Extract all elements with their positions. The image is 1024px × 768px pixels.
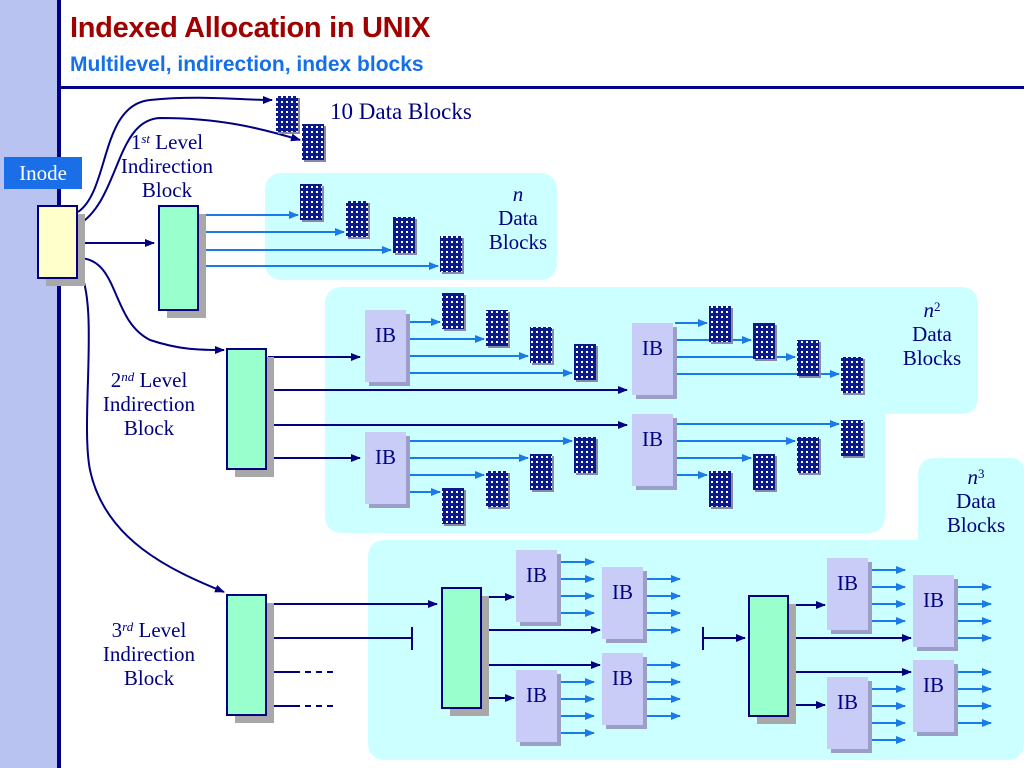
region-n2-var: n xyxy=(923,298,935,322)
ib-2a-label: IB xyxy=(375,323,396,347)
level2-word: Level xyxy=(134,368,188,392)
region-n2-line2: Data xyxy=(912,322,952,346)
n-data-block xyxy=(440,236,462,272)
region-n3-var: n xyxy=(967,465,979,489)
level3-block xyxy=(226,594,267,716)
ib-2c-data-block xyxy=(709,471,731,507)
l3-left-ib xyxy=(516,670,557,742)
level2-ordinal: 2 xyxy=(110,368,122,392)
direct-blocks-label: 10 Data Blocks xyxy=(330,99,472,124)
ib-2c-data-block xyxy=(841,420,863,456)
l3-right-ib xyxy=(827,558,868,630)
l3-right-ib-label: IB xyxy=(923,673,944,697)
n-data-block xyxy=(393,217,415,253)
ib-2a-data-block xyxy=(574,344,596,380)
region-n-var: n xyxy=(512,182,524,206)
ib-2b-label: IB xyxy=(642,336,663,360)
level3-suffix: rd xyxy=(122,619,134,634)
ib-2d-data-block xyxy=(442,488,464,524)
ib-2a-data-block xyxy=(530,327,552,363)
direct-pointer-1 xyxy=(77,95,273,213)
ib-2b xyxy=(632,323,673,395)
region-n2-label: n2 Data Blocks xyxy=(892,298,972,370)
region-n-line2: Data xyxy=(498,206,538,230)
direct-data-block-2 xyxy=(302,124,324,160)
ib-2d-data-block xyxy=(486,471,508,507)
l3-left-ib-label: IB xyxy=(526,563,547,587)
ib-2d-data-block xyxy=(574,437,596,473)
level3-line2: Indirection xyxy=(102,642,196,666)
l3-left-block xyxy=(441,587,482,709)
ib-2b-data-block xyxy=(797,340,819,376)
ib-2c xyxy=(632,414,673,486)
ib-2d xyxy=(365,432,406,504)
l3-left-ib xyxy=(516,550,557,622)
level2-suffix: nd xyxy=(121,369,135,384)
horizontal-rule xyxy=(57,86,1024,89)
level2-line3: Block xyxy=(123,416,175,440)
ib-2b-data-block xyxy=(709,306,731,342)
l3-right-ib xyxy=(827,677,868,749)
region-n3-exp: 3 xyxy=(978,466,985,481)
ib-2a xyxy=(365,310,406,382)
region-n3-line2: Data xyxy=(956,489,996,513)
slide-sidebar xyxy=(0,0,57,768)
level2-label: 2nd Level Indirection Block xyxy=(84,368,214,440)
ib-2c-label: IB xyxy=(642,427,663,451)
l3-right-ib-label: IB xyxy=(837,571,858,595)
ib-2b-data-block xyxy=(841,357,863,393)
ib-2d-data-block xyxy=(530,454,552,490)
level3-word: Level xyxy=(133,618,187,642)
l3-left-ib-label: IB xyxy=(526,683,547,707)
level2-line2: Indirection xyxy=(102,392,196,416)
level3-ordinal: 3 xyxy=(111,618,123,642)
ib-2c-data-block xyxy=(753,454,775,490)
ib-2b-data-block xyxy=(753,323,775,359)
l3-right-ib xyxy=(913,660,954,732)
l3-left-ib-label: IB xyxy=(612,666,633,690)
region-n3-line3: Blocks xyxy=(946,513,1006,537)
slide-title: Indexed Allocation in UNIX xyxy=(70,12,431,44)
l3-left-ib xyxy=(602,653,643,725)
level1-suffix: st xyxy=(141,131,151,146)
inode-label: Inode xyxy=(4,157,82,189)
inode-to-level3 xyxy=(77,267,225,593)
slide-subtitle: Multilevel, indirection, index blocks xyxy=(70,53,424,76)
level1-line2: Indirection xyxy=(120,154,214,178)
direct-pointer-2 xyxy=(77,116,301,226)
level1-label: 1st Level Indirection Block xyxy=(112,130,222,202)
l3-right-ib xyxy=(913,575,954,647)
level3-label: 3rd Level Indirection Block xyxy=(84,618,214,690)
level2-block xyxy=(226,348,267,470)
region-n-line3: Blocks xyxy=(488,230,548,254)
l3-left-ib-label: IB xyxy=(612,580,633,604)
inode-to-level2 xyxy=(77,257,225,354)
n-data-block xyxy=(346,201,368,237)
ib-2d-label: IB xyxy=(375,445,396,469)
n-data-block xyxy=(300,184,322,220)
level1-word: Level xyxy=(150,130,204,154)
level1-ordinal: 1 xyxy=(130,130,142,154)
ib-2c-data-block xyxy=(797,437,819,473)
ib-2a-data-block xyxy=(486,310,508,346)
inode-block xyxy=(37,205,78,279)
region-n2-exp: 2 xyxy=(934,299,941,314)
l3-right-block xyxy=(748,595,789,717)
direct-data-block-1 xyxy=(276,96,298,132)
l3-left-ib xyxy=(602,567,643,639)
region-n2-line3: Blocks xyxy=(902,346,962,370)
l3-right-ib-label: IB xyxy=(837,690,858,714)
l3-right-ib-label: IB xyxy=(923,588,944,612)
level3-line3: Block xyxy=(123,666,175,690)
level1-line3: Block xyxy=(141,178,193,202)
region-n3-label: n3 Data Blocks xyxy=(936,465,1016,537)
level1-block xyxy=(158,205,199,311)
ib-2a-data-block xyxy=(442,293,464,329)
region-n-label: n Data Blocks xyxy=(478,182,558,254)
